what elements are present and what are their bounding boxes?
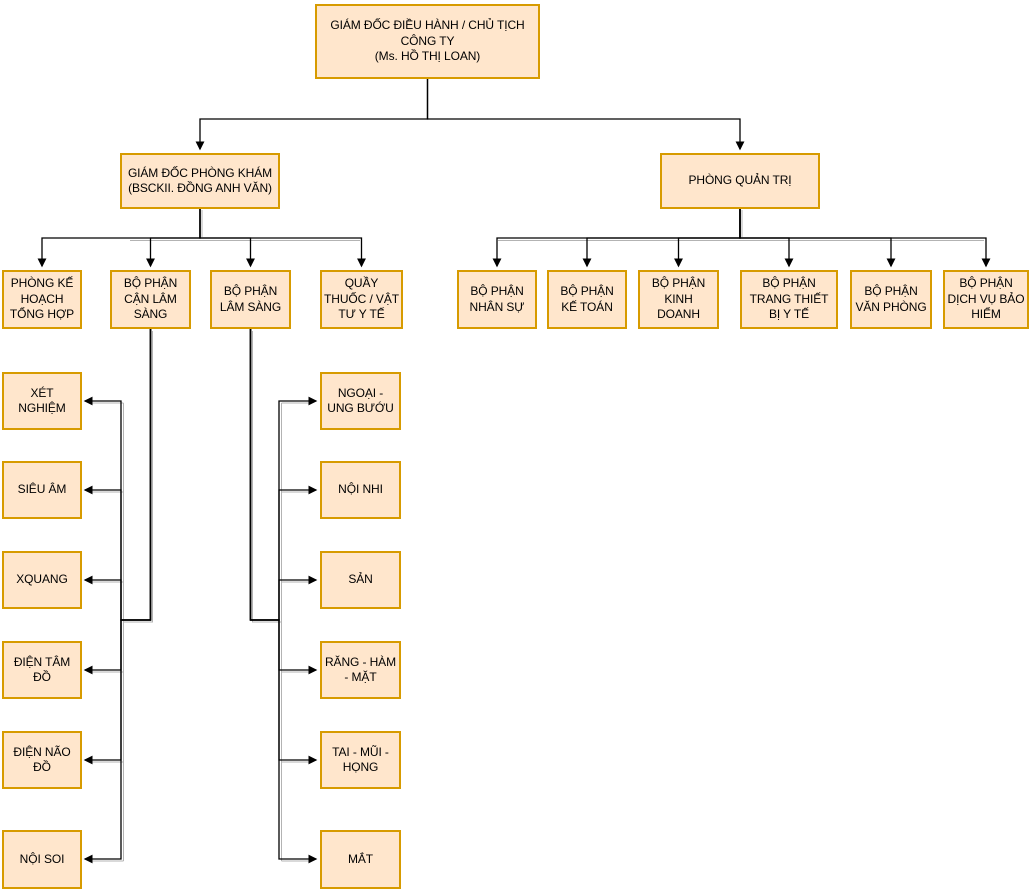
node-ent-unit[interactable]: TAI - MŨI - HỌNG xyxy=(320,731,401,789)
node-endoscopy-unit[interactable]: NỘI SOI xyxy=(2,830,82,889)
node-ophthalmology-unit[interactable]: MẮT xyxy=(320,830,401,889)
node-xray-unit[interactable]: XQUANG xyxy=(2,551,82,609)
node-clinic-director-person: (BSCKII. ĐỒNG ANH VĂN) xyxy=(128,181,272,195)
node-label: BỘ PHẬN KINH DOANH xyxy=(651,276,706,322)
node-admin-office-title: PHÒNG QUẢN TRỊ xyxy=(688,173,792,188)
node-label: ĐIỆN NÃO ĐỒ xyxy=(13,744,71,774)
node-accounting-dept[interactable]: BỘ PHẬN KẾ TOÁN xyxy=(547,270,627,329)
node-label: SIÊU ÂM xyxy=(17,482,67,497)
node-label: ĐIỆN TÂM ĐỒ xyxy=(13,654,71,684)
node-ecg-unit[interactable]: ĐIỆN TÂM ĐỒ xyxy=(2,641,82,699)
node-label: BỘ PHẬN TRANG THIẾT BỊ Y TẾ xyxy=(749,276,829,322)
node-label: MẮT xyxy=(347,851,374,866)
edge-lines xyxy=(37,79,991,864)
node-label: NỘI SOI xyxy=(19,851,65,866)
node-label: BỘ PHẬN NHÂN SỰ xyxy=(469,284,525,314)
node-planning-dept[interactable]: PHÒNG KẾ HOẠCH TỔNG HỢP xyxy=(2,270,82,329)
node-obstetrics-unit[interactable]: SẢN xyxy=(320,551,401,609)
node-ultrasound-unit[interactable]: SIÊU ÂM xyxy=(2,461,82,519)
node-label: XÉT NGHIỆM xyxy=(18,385,66,415)
node-admin-office[interactable]: PHÒNG QUẢN TRỊ xyxy=(660,153,820,209)
node-business-dept[interactable]: BỘ PHẬN KINH DOANH xyxy=(638,270,719,329)
node-label: BỘ PHẬN LÂM SÀNG xyxy=(219,284,282,314)
node-hr-dept[interactable]: BỘ PHẬN NHÂN SỰ xyxy=(457,270,537,329)
node-eeg-unit[interactable]: ĐIỆN NÃO ĐỒ xyxy=(2,731,82,789)
node-label: XQUANG xyxy=(16,572,68,587)
node-clinic-director-title: GIÁM ĐỐC PHÒNG KHÁM xyxy=(127,165,273,180)
node-label: BỘ PHẬN DỊCH VỤ BẢO HIỂM xyxy=(947,276,1025,322)
node-lab-unit[interactable]: XÉT NGHIỆM xyxy=(2,372,82,430)
node-internal-pediatrics-unit[interactable]: NỘI NHI xyxy=(320,461,401,519)
node-ceo-person: (Ms. HỒ THỊ LOAN) xyxy=(374,49,481,64)
node-surgery-oncology-unit[interactable]: NGOẠI - UNG BƯỚU xyxy=(320,372,401,430)
node-label: BỘ PHẬN CẬN LÂM SÀNG xyxy=(123,276,178,322)
node-label: PHÒNG KẾ HOẠCH TỔNG HỢP xyxy=(9,276,75,322)
node-ceo-title: GIÁM ĐỐC ĐIỀU HÀNH / CHỦ TỊCH CÔNG TY xyxy=(330,18,525,48)
node-label: RĂNG - HÀM - MẶT xyxy=(324,654,396,684)
node-medical-equipment-dept[interactable]: BỘ PHẬN TRANG THIẾT BỊ Y TẾ xyxy=(740,270,838,329)
node-clinic-director[interactable]: GIÁM ĐỐC PHÒNG KHÁM (BSCKII. ĐỒNG ANH VĂ… xyxy=(120,153,280,209)
node-paraclinical-dept[interactable]: BỘ PHẬN CẬN LÂM SÀNG xyxy=(110,270,191,329)
node-label: BỘ PHẬN KẾ TOÁN xyxy=(560,284,614,314)
edge-shadow-lines xyxy=(90,210,984,862)
node-ceo-chairman[interactable]: GIÁM ĐỐC ĐIỀU HÀNH / CHỦ TỊCH CÔNG TY (M… xyxy=(315,4,540,79)
node-label: NỘI NHI xyxy=(338,482,383,497)
node-label: QUẦY THUỐC / VẬT TƯ Y TẾ xyxy=(324,276,399,322)
node-label: NGOẠI - UNG BƯỚU xyxy=(327,385,394,415)
node-pharmacy-supplies-dept[interactable]: QUẦY THUỐC / VẬT TƯ Y TẾ xyxy=(320,270,403,329)
node-dental-unit[interactable]: RĂNG - HÀM - MẶT xyxy=(320,641,401,699)
node-label: SẢN xyxy=(348,572,373,587)
node-insurance-service-dept[interactable]: BỘ PHẬN DỊCH VỤ BẢO HIỂM xyxy=(943,270,1029,329)
node-label: TAI - MŨI - HỌNG xyxy=(332,744,389,774)
node-clinical-dept[interactable]: BỘ PHẬN LÂM SÀNG xyxy=(210,270,291,329)
node-office-dept[interactable]: BỘ PHẬN VĂN PHÒNG xyxy=(850,270,932,329)
node-label: BỘ PHẬN VĂN PHÒNG xyxy=(855,284,927,314)
